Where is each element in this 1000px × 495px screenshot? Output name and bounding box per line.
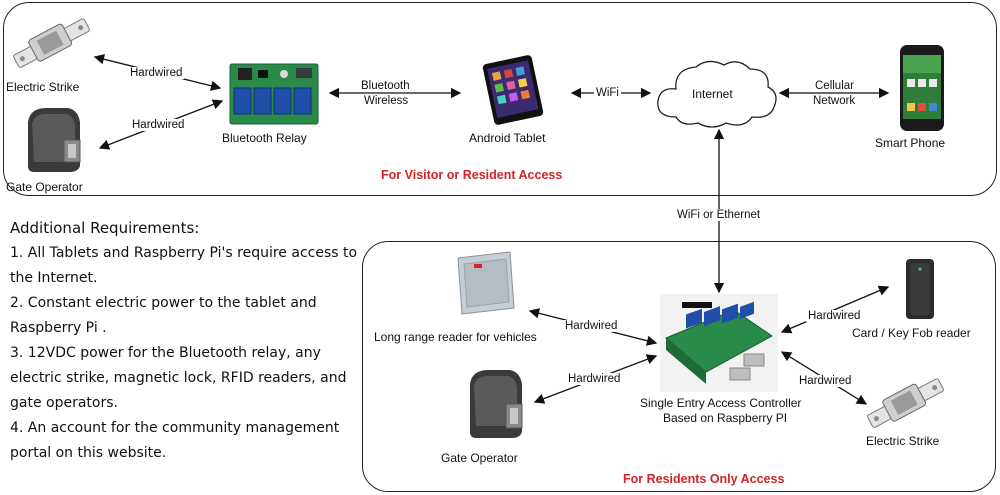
edge-label-wifi: WiFi: [594, 87, 621, 99]
electric-strike-label-2: Electric Strike: [866, 434, 940, 448]
internet-label: Internet: [692, 87, 733, 101]
edge-label-hardwired: Hardwired: [130, 119, 187, 131]
card-reader-label: Card / Key Fob reader: [852, 326, 971, 340]
requirement-item: 2. Constant electric power to the tablet…: [10, 295, 317, 336]
edge-card-controller: [780, 285, 890, 334]
gate-operator-label: Gate Operator: [6, 180, 83, 194]
visitor-access-group: [3, 2, 997, 196]
edge-label-cellular: Cellular: [813, 80, 856, 92]
gate-operator-icon: [470, 370, 523, 438]
edge-label-wifi-or-ethernet: WiFi or Ethernet: [675, 209, 763, 221]
requirement-item: 4. An account for the community manageme…: [10, 420, 340, 461]
edge-label-hardwired: Hardwired: [566, 373, 623, 385]
gate-operator-label-2: Gate Operator: [441, 451, 518, 465]
smart-phone-icon: [900, 45, 944, 131]
resident-access-group: [362, 241, 996, 492]
edge-label-bluetooth: Bluetooth: [359, 80, 412, 92]
controller-label-line2: Based on Raspberry PI: [663, 411, 788, 425]
edge-label-hardwired: Hardwired: [806, 310, 863, 322]
additional-requirements: Additional Requirements: 1. All Tablets …: [10, 216, 360, 466]
electric-strike-icon: [867, 378, 944, 428]
internet-cloud-icon: [657, 60, 777, 128]
controller-label-line1: Single Entry Access Controller: [640, 396, 802, 410]
electric-strike-icon: [13, 18, 90, 68]
android-tablet-icon: [482, 55, 544, 125]
smart-phone-label: Smart Phone: [875, 136, 946, 150]
edge-label-hardwired: Hardwired: [797, 375, 854, 387]
edge-label-network: Network: [811, 95, 858, 107]
bluetooth-relay-icon: [229, 63, 319, 125]
edge-label-hardwired: Hardwired: [563, 320, 620, 332]
edge-label-wireless: Wireless: [362, 95, 411, 107]
card-reader-icon: [906, 259, 934, 319]
android-tablet-label: Android Tablet: [469, 131, 546, 145]
resident-group-title: For Residents Only Access: [623, 472, 785, 486]
gate-operator-icon: [28, 108, 81, 172]
requirements-heading: Additional Requirements:: [10, 219, 200, 237]
long-range-reader-icon: [457, 251, 515, 315]
raspberry-pi-controller-icon: [660, 294, 778, 392]
long-range-reader-label: Long range reader for vehicles: [374, 330, 537, 344]
visitor-group-title: For Visitor or Resident Access: [381, 168, 563, 182]
requirement-item: 3. 12VDC power for the Bluetooth relay, …: [10, 345, 347, 411]
requirement-item: 1. All Tablets and Raspberry Pi's requir…: [10, 245, 358, 286]
electric-strike-label: Electric Strike: [6, 80, 80, 94]
bluetooth-relay-label: Bluetooth Relay: [222, 131, 307, 145]
edge-label-hardwired: Hardwired: [128, 67, 185, 79]
